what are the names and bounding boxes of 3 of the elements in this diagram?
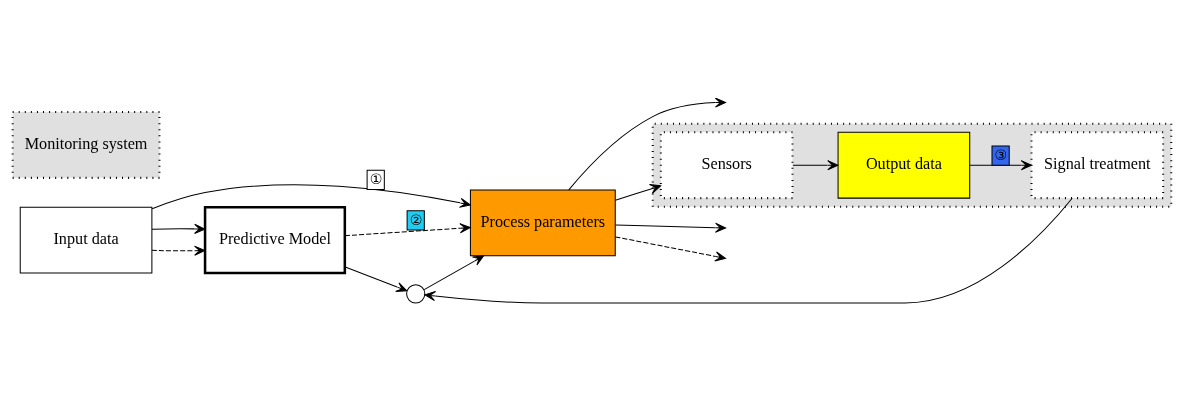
edge-label: ② bbox=[409, 211, 423, 228]
edge-label: ③ bbox=[994, 146, 1008, 163]
edge-label: ① bbox=[369, 170, 383, 187]
